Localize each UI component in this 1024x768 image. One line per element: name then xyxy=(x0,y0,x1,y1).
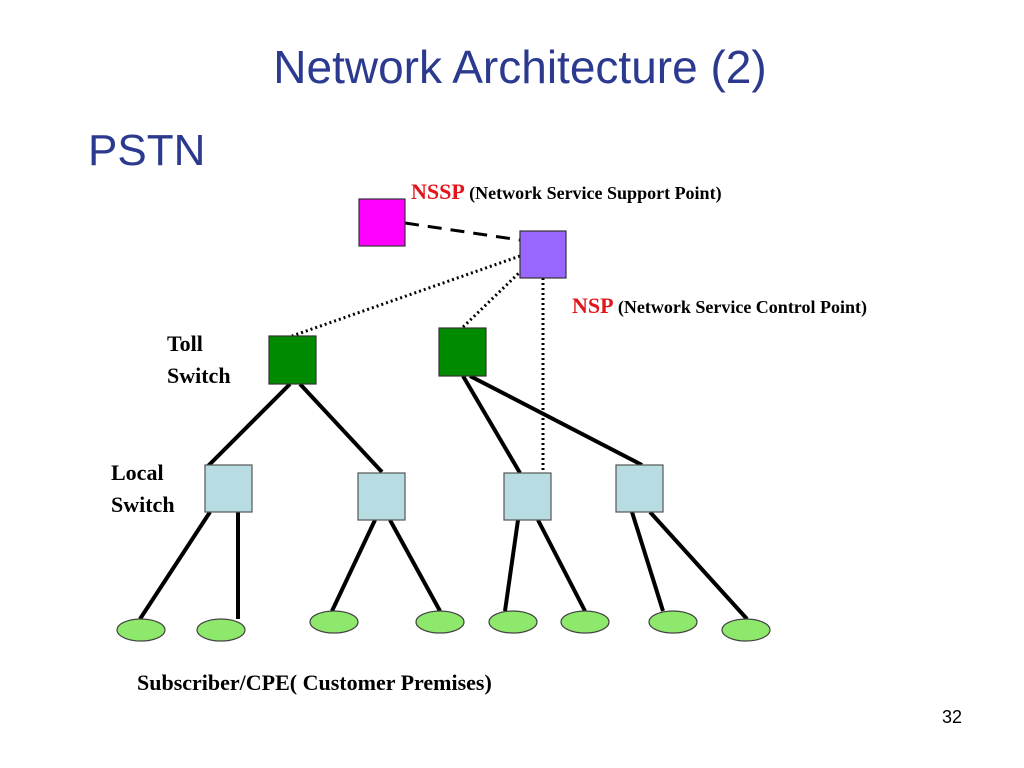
link-nsp-toll-2 xyxy=(460,268,524,330)
local-switch-label: Local Switch xyxy=(111,457,175,521)
local-switch-label-line2: Switch xyxy=(111,492,175,517)
toll-switch-node xyxy=(438,327,487,377)
nsp-full-name: (Network Service Control Point) xyxy=(617,297,867,317)
subscriber-node xyxy=(415,610,465,634)
local-switch-node xyxy=(204,464,253,513)
toll-switch-label-line2: Switch xyxy=(167,363,231,388)
nssp-label: NSSP (Network Service Support Point) xyxy=(411,176,722,209)
slide-subtitle: PSTN xyxy=(88,126,206,175)
subscriber-node xyxy=(116,618,166,642)
subscriber-node xyxy=(560,610,610,634)
toll-switch-node xyxy=(268,335,317,385)
subscriber-label: Subscriber/CPE( Customer Premises) xyxy=(137,670,492,695)
nsp-label: NSP (Network Service Control Point) xyxy=(572,290,867,323)
subscriber-node xyxy=(721,618,771,642)
link-local3-sub5 xyxy=(503,519,520,612)
local-switch-node xyxy=(503,472,552,521)
local-switch-label-line1: Local xyxy=(111,460,164,485)
local-switch-node xyxy=(615,464,664,513)
nssp-abbr: NSSP xyxy=(411,179,464,204)
link-nssp-nsp xyxy=(404,221,521,242)
subscriber-node xyxy=(648,610,698,634)
toll-switch-label-line1: Toll xyxy=(167,331,203,356)
nsp-node xyxy=(519,230,567,279)
nssp-full-name: (Network Service Support Point) xyxy=(469,183,722,203)
page-number: 32 xyxy=(941,707,962,727)
link-nsp-toll-1 xyxy=(291,254,521,338)
subscriber-node xyxy=(488,610,538,634)
link-local1-sub1 xyxy=(138,510,212,621)
local-switch-node xyxy=(357,472,406,521)
link-local4-sub8 xyxy=(648,510,749,621)
link-toll1-local2 xyxy=(298,382,384,474)
link-local4-sub7 xyxy=(630,511,665,612)
link-local2-sub4 xyxy=(388,519,442,612)
nssp-node xyxy=(358,198,406,247)
link-toll2-local3 xyxy=(461,374,522,475)
nsp-abbr: NSP xyxy=(572,293,613,318)
link-toll2-local4 xyxy=(469,374,643,467)
link-local2-sub3 xyxy=(330,519,377,612)
link-toll1-local1 xyxy=(206,382,292,468)
link-local3-sub6 xyxy=(536,519,587,612)
slide-title: Network Architecture (2) xyxy=(273,41,767,93)
subscriber-node xyxy=(309,610,359,634)
subscriber-node xyxy=(196,618,246,642)
toll-switch-label: Toll Switch xyxy=(167,328,231,392)
